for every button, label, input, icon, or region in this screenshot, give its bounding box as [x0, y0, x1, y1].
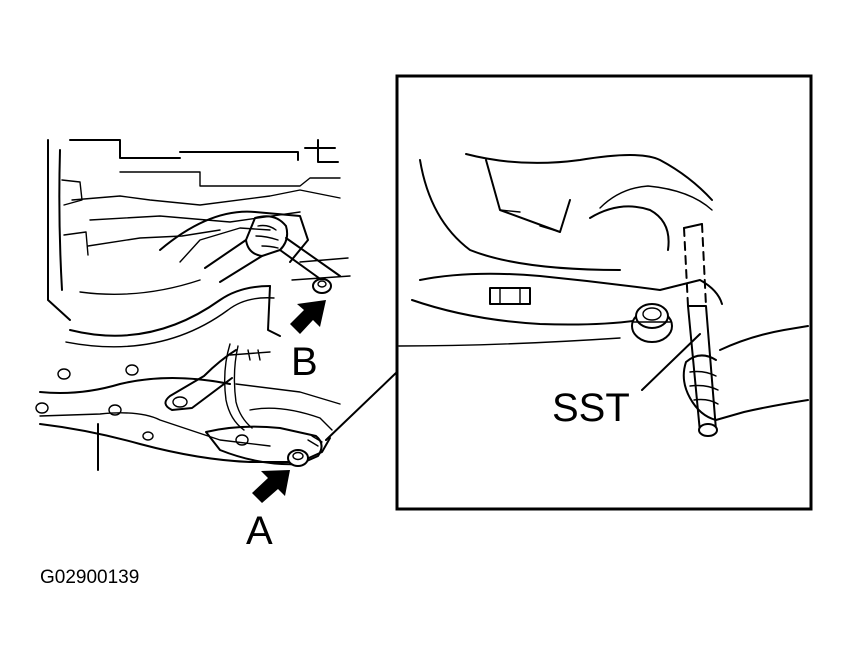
figure-code: G02900139	[40, 567, 140, 588]
label-sst: SST	[552, 386, 630, 430]
label-a: A	[246, 509, 273, 553]
underbody-overview	[35, 139, 351, 471]
arrow-a-icon	[252, 470, 290, 503]
detail-leader-line	[325, 371, 398, 441]
arrow-b-icon	[290, 300, 326, 334]
detail-box	[395, 74, 813, 511]
label-b: B	[291, 340, 318, 384]
detail-drawing	[398, 153, 809, 437]
